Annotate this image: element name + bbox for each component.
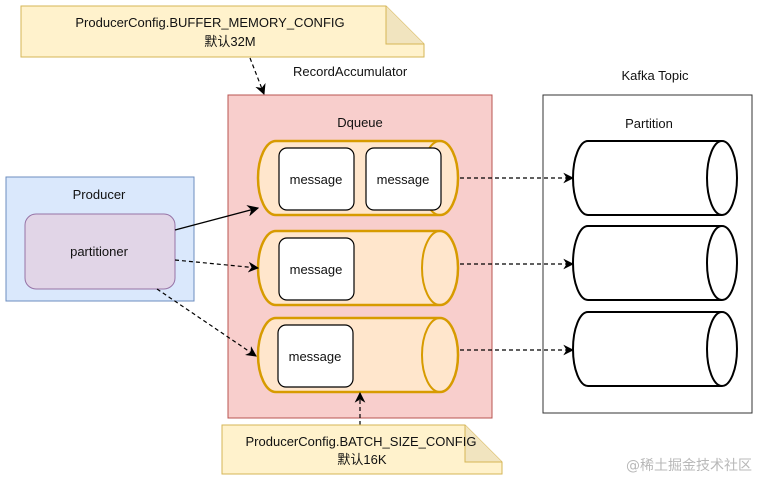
message-label: message — [290, 172, 343, 187]
message-block — [277, 324, 354, 388]
partitioner-label: partitioner — [70, 244, 128, 259]
dqueue-label: Dqueue — [337, 115, 383, 130]
watermark: @稀土掘金技术社区 — [626, 458, 752, 474]
dqueue-1: message message — [256, 139, 460, 217]
batch-size-default-text: 默认16K — [337, 452, 386, 467]
message-block — [278, 237, 355, 301]
message-label: message — [289, 349, 342, 364]
partition-cylinder-1 — [572, 140, 738, 216]
partitioner-arrow-3 — [156, 288, 257, 357]
buffer-note-arrow — [249, 57, 266, 96]
record-accumulator-label: RecordAccumulator — [293, 64, 408, 79]
dqueue-3: message — [256, 316, 460, 394]
batch-size-config-text: ProducerConfig.BATCH_SIZE_CONFIG — [246, 434, 477, 449]
message-label: message — [377, 172, 430, 187]
dqueue-2: message — [256, 229, 460, 307]
batch-size-note: ProducerConfig.BATCH_SIZE_CONFIG 默认16K — [221, 424, 503, 475]
partitioner-arrow-1 — [174, 205, 260, 231]
partitioner-box — [24, 213, 176, 290]
partition-cylinder-2 — [572, 225, 738, 301]
partition-label: Partition — [625, 116, 673, 131]
kafka-topic-label: Kafka Topic — [622, 68, 689, 83]
producer-label: Producer — [73, 187, 126, 202]
partition-cylinder-3 — [572, 311, 738, 387]
buffer-memory-default-text: 默认32M — [204, 34, 255, 49]
buffer-memory-config-text: ProducerConfig.BUFFER_MEMORY_CONFIG — [75, 15, 344, 30]
buffer-memory-note: ProducerConfig.BUFFER_MEMORY_CONFIG 默认32… — [20, 5, 425, 58]
message-block — [365, 147, 442, 211]
message-block — [278, 147, 355, 211]
message-label: message — [290, 262, 343, 277]
